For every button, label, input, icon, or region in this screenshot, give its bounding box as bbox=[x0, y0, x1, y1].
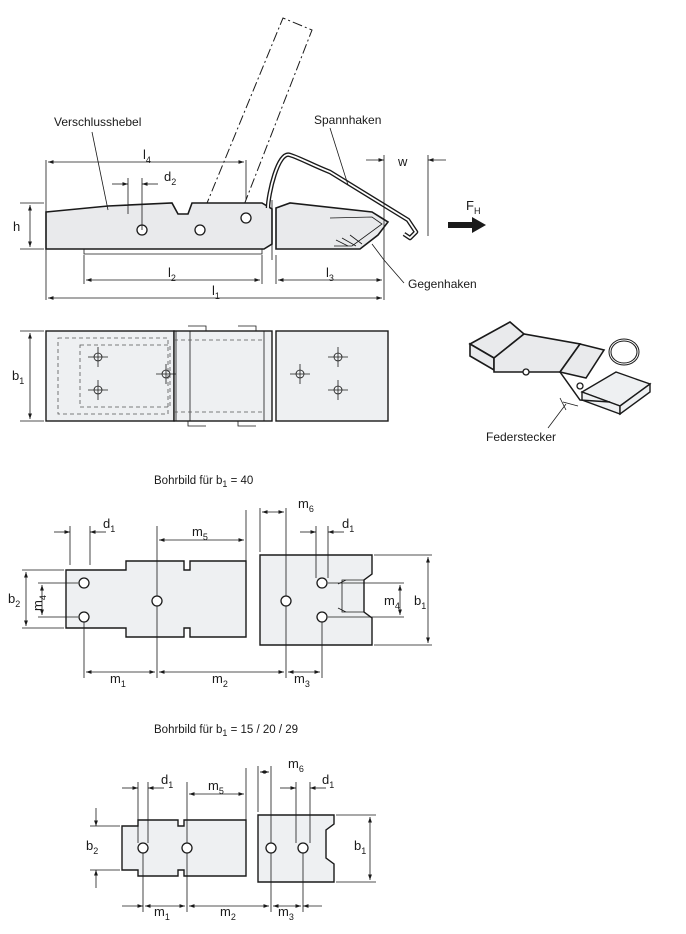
force-arrow bbox=[448, 217, 486, 233]
hole-pattern-40 bbox=[22, 508, 432, 678]
dim-w: w bbox=[397, 154, 408, 169]
dim-m4-40-left: m4 bbox=[30, 595, 48, 611]
dim-d1-40-right: d1 bbox=[342, 516, 354, 534]
dim-m6-small: m6 bbox=[288, 756, 304, 774]
dim-m1-40: m1 bbox=[110, 671, 126, 689]
dim-l1: l1 bbox=[212, 283, 220, 301]
dim-m6-40: m6 bbox=[298, 496, 314, 514]
dim-d2: d2 bbox=[164, 169, 176, 187]
dim-d1-small-left: d1 bbox=[161, 772, 173, 790]
dim-m2-40: m2 bbox=[212, 671, 228, 689]
caption-bohrbild-40: Bohrbild für b1 = 40 bbox=[154, 475, 253, 489]
dim-d1-40-left: d1 bbox=[103, 516, 115, 534]
dim-d1-small-right: d1 bbox=[322, 772, 334, 790]
dim-l2: l2 bbox=[168, 265, 176, 283]
open-lever-outline bbox=[204, 17, 313, 209]
dim-b1-40: b1 bbox=[414, 593, 426, 611]
dim-h: h bbox=[13, 219, 20, 234]
dim-m1-small: m1 bbox=[154, 904, 170, 922]
dim-b2-40: b2 bbox=[8, 591, 20, 609]
dim-m3-small: m3 bbox=[278, 904, 294, 922]
dim-l4: l4 bbox=[143, 147, 151, 165]
dim-b2-small: b2 bbox=[86, 838, 98, 856]
force-label: FH bbox=[466, 198, 480, 216]
dim-m3-40: m3 bbox=[294, 671, 310, 689]
label-federstecker: Federstecker bbox=[486, 430, 556, 444]
label-verschlusshebel: Verschlusshebel bbox=[54, 115, 141, 129]
label-spannhaken: Spannhaken bbox=[314, 113, 381, 127]
top-view bbox=[20, 325, 389, 427]
hole-pattern-small bbox=[90, 766, 376, 912]
dim-m5-40: m5 bbox=[192, 524, 208, 542]
isometric-view bbox=[468, 321, 652, 429]
dim-l3: l3 bbox=[326, 265, 334, 283]
top-view-holes bbox=[88, 347, 348, 400]
side-view bbox=[20, 17, 486, 300]
caption-bohrbild-small: Bohrbild für b1 = 15 / 20 / 29 bbox=[154, 724, 298, 738]
label-gegenhaken: Gegenhaken bbox=[408, 277, 477, 291]
dim-b1-top: b1 bbox=[12, 368, 24, 386]
counter-hook-body bbox=[275, 202, 390, 250]
dim-b1-small: b1 bbox=[354, 838, 366, 856]
lever-body bbox=[45, 202, 273, 250]
dim-m2-small: m2 bbox=[220, 904, 236, 922]
dim-m4-40-right: m4 bbox=[384, 593, 400, 611]
dim-m5-small: m5 bbox=[208, 778, 224, 796]
